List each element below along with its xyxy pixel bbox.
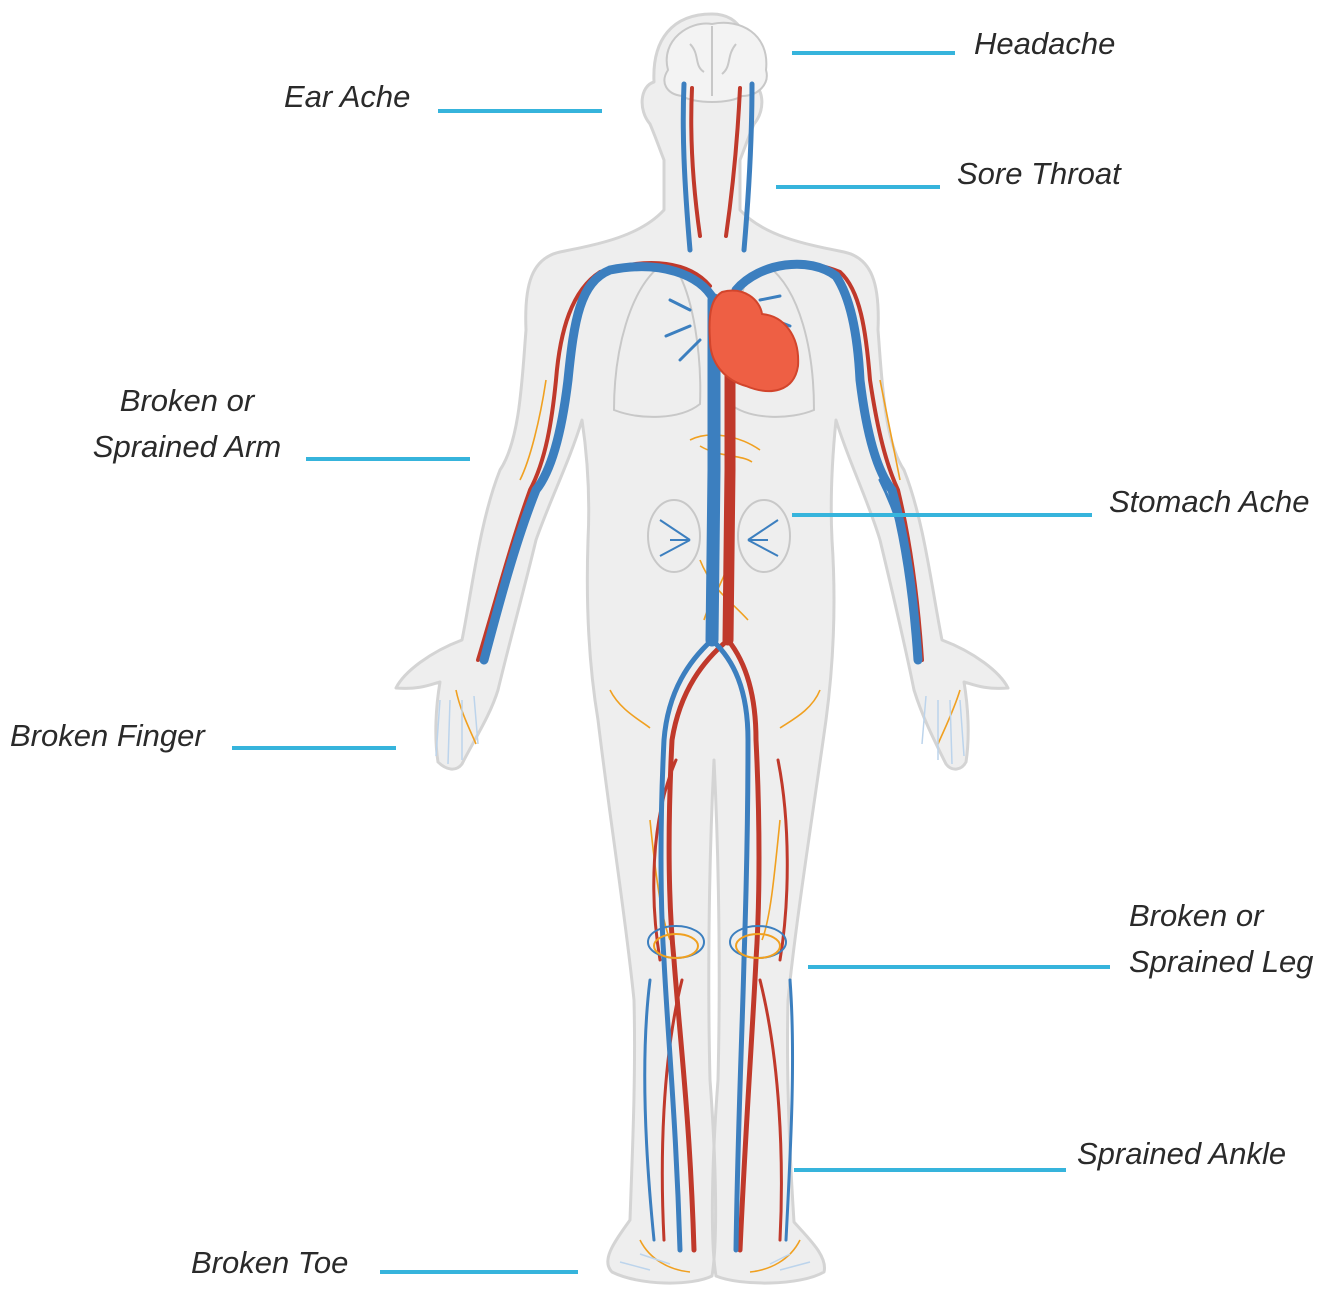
leader-line-headache: [792, 51, 955, 55]
leader-line-ear-ache: [438, 109, 602, 113]
label-broken-arm: Broken or Sprained Arm: [84, 378, 290, 470]
label-ear-ache: Ear Ache: [284, 74, 410, 120]
label-broken-leg-line1: Broken or: [1129, 893, 1313, 939]
label-broken-arm-line1: Broken or: [84, 378, 290, 424]
label-sprained-ankle: Sprained Ankle: [1077, 1131, 1286, 1177]
label-broken-leg-line2: Sprained Leg: [1129, 939, 1313, 985]
label-sore-throat: Sore Throat: [957, 151, 1121, 197]
label-broken-finger: Broken Finger: [10, 713, 205, 759]
label-headache: Headache: [974, 21, 1115, 67]
leader-line-sprained-ankle: [794, 1168, 1066, 1172]
leader-line-broken-finger: [232, 746, 396, 750]
leader-line-broken-arm: [306, 457, 470, 461]
leader-line-broken-leg: [808, 965, 1110, 969]
leader-line-stomach-ache: [792, 513, 1092, 517]
label-broken-leg: Broken or Sprained Leg: [1129, 893, 1313, 985]
label-stomach-ache: Stomach Ache: [1109, 479, 1309, 525]
leader-line-sore-throat: [776, 185, 940, 189]
leader-line-broken-toe: [380, 1270, 578, 1274]
label-broken-toe: Broken Toe: [191, 1240, 348, 1286]
label-broken-arm-line2: Sprained Arm: [84, 424, 290, 470]
